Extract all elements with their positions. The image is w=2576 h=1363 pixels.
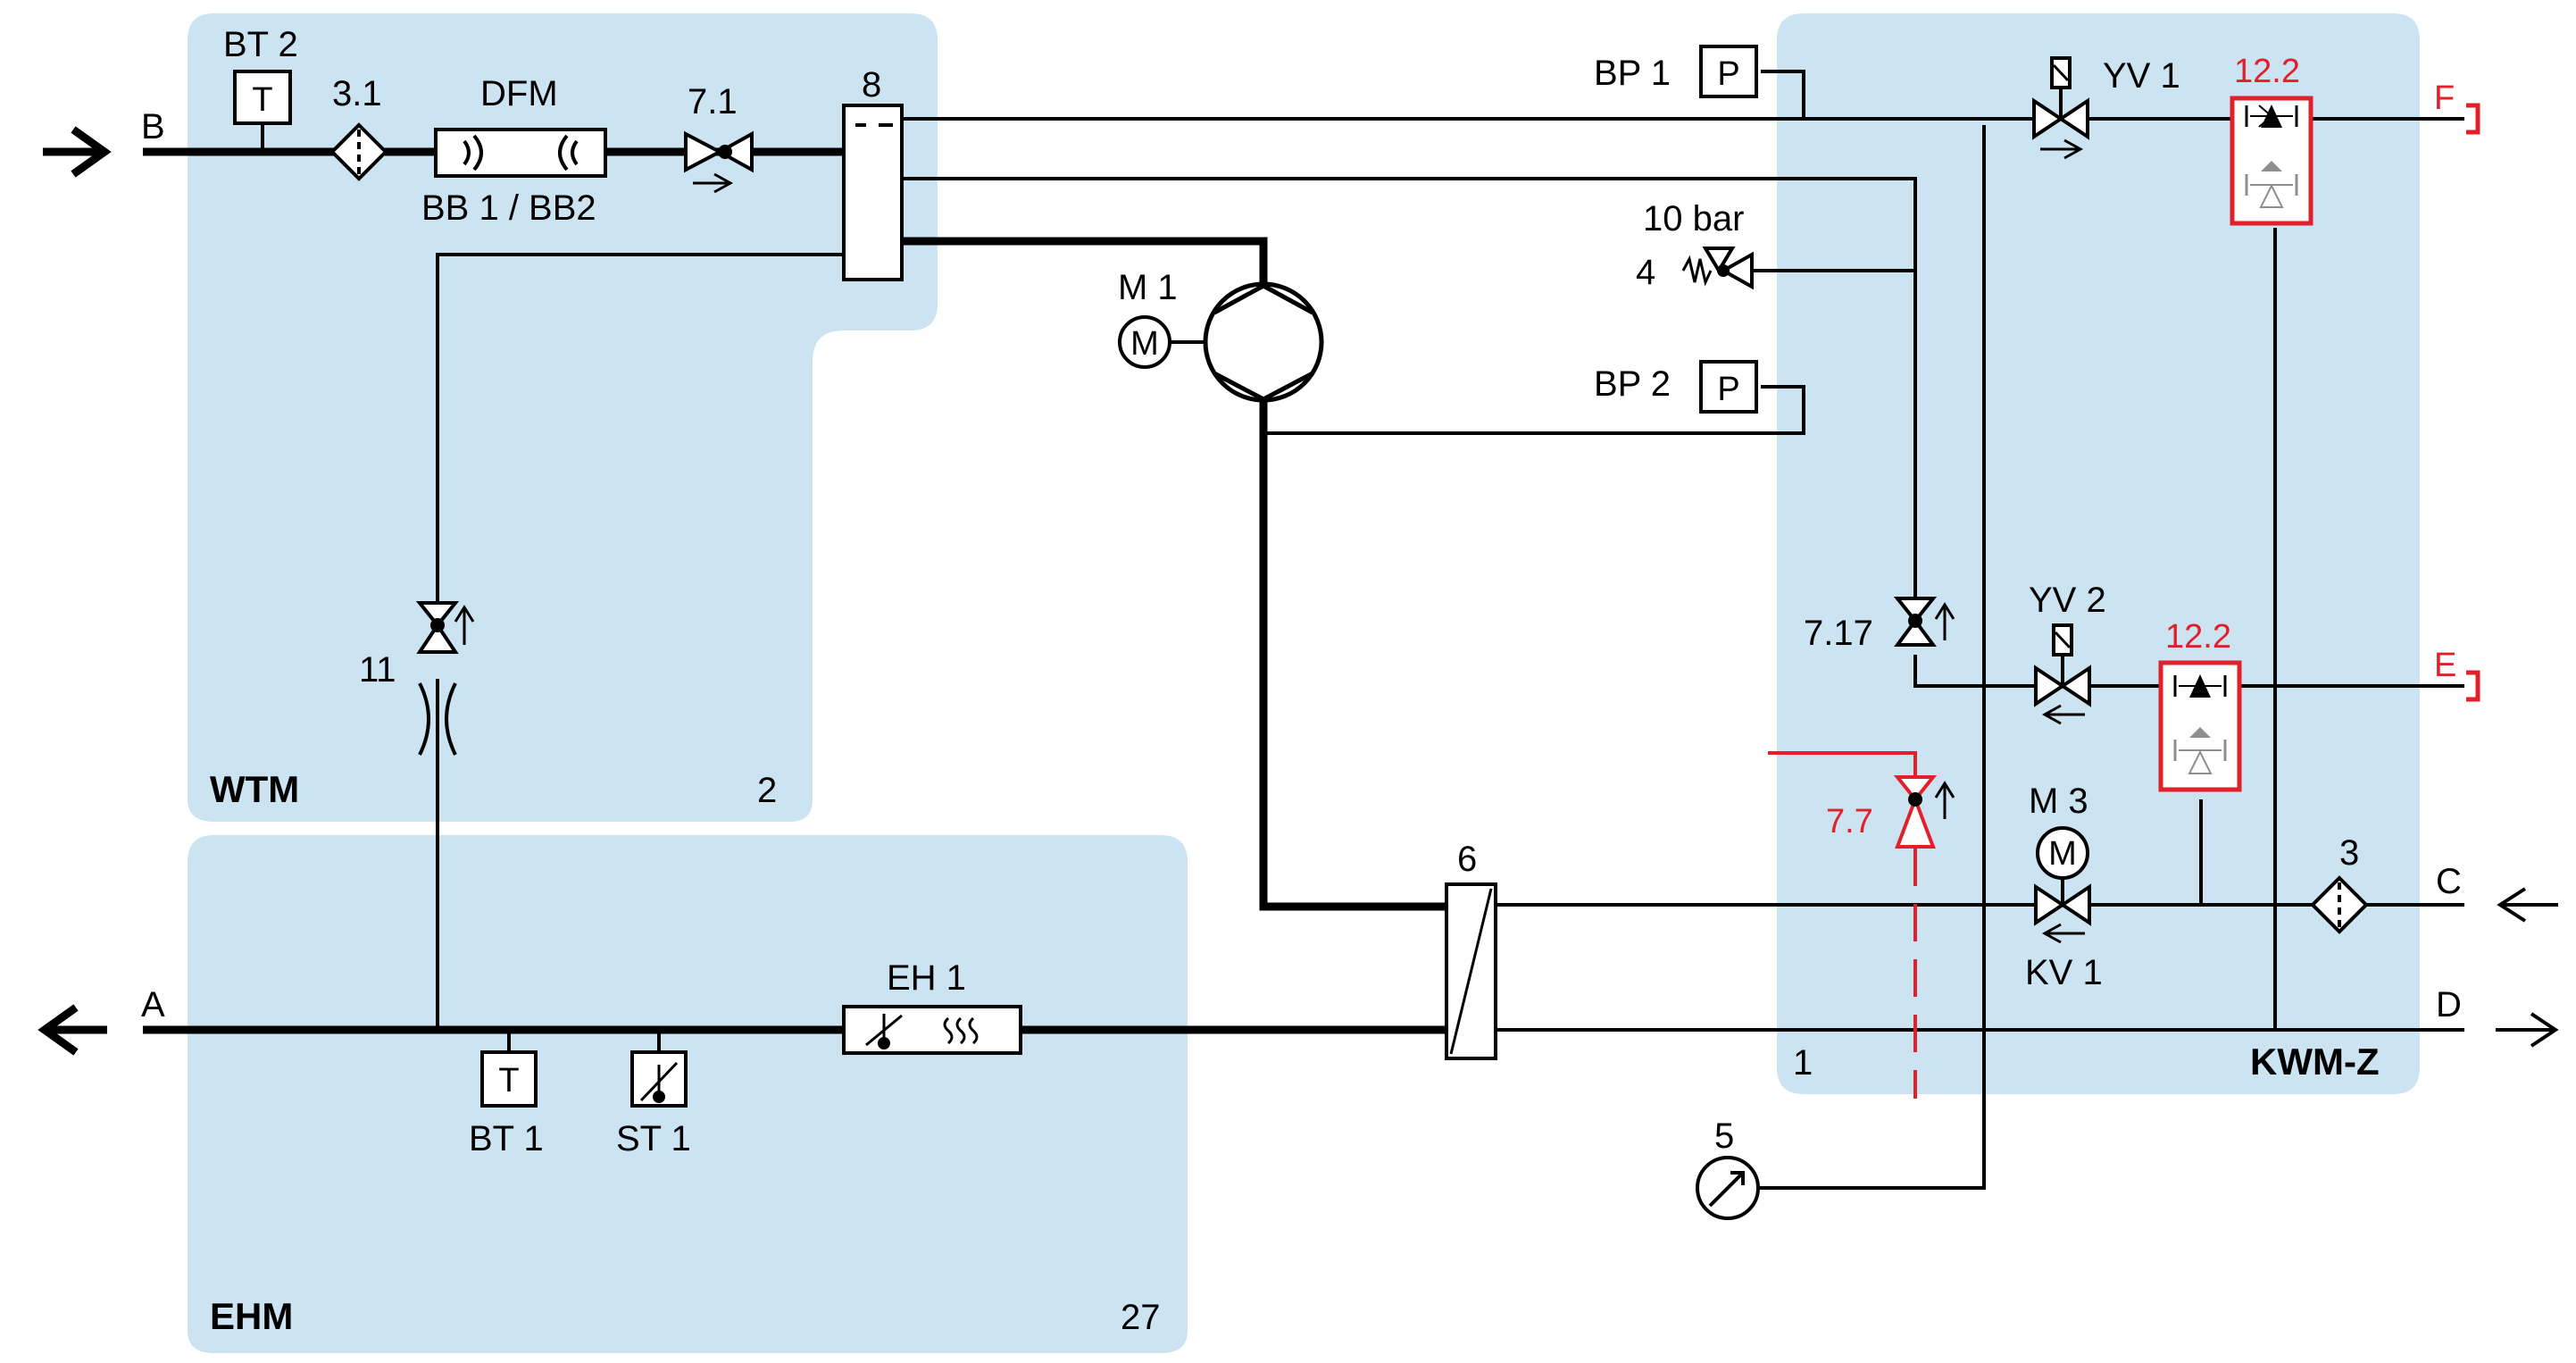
relief-pressure-label: 10 bar: [1643, 199, 1744, 238]
port-c-label: C: [2436, 862, 2462, 901]
dfm-label: DFM: [480, 74, 558, 113]
valve-71-label: 7.1: [688, 82, 738, 121]
zone-kwm: [1777, 13, 2420, 1094]
motor-icon: M: [1118, 315, 1205, 369]
pressure-gauge-icon: [1696, 1156, 1760, 1220]
heat-exchanger-icon: [1445, 882, 1497, 1060]
bp1-label: BP 1: [1594, 54, 1671, 93]
pipe-vessel-to-11: [436, 253, 844, 603]
gauge-5-label: 5: [1714, 1116, 1734, 1156]
zone-kwm-number: 1: [1793, 1043, 1813, 1083]
pipe-gauge-5: [1759, 1030, 1986, 1190]
m3-label: M 3: [2029, 782, 2088, 821]
arrow-in-icon: [43, 126, 112, 178]
strainer-3-label: 3: [2339, 833, 2359, 873]
valve-77-label: 7.7: [1826, 803, 1873, 840]
bp2-label: BP 2: [1594, 364, 1671, 404]
temperature-sensor-icon: T: [233, 70, 292, 152]
temperature-sensor-icon: T: [480, 1050, 538, 1108]
pressure-sensor-icon: P: [1699, 360, 1758, 414]
arrow-in-icon: [2497, 887, 2558, 923]
motor-icon: M: [2036, 826, 2089, 905]
strainer-31-label: 3.1: [332, 74, 382, 113]
bt2-symbol: T: [252, 81, 272, 119]
check-valve-icon: [415, 601, 475, 654]
vessel-8-label: 8: [862, 65, 881, 105]
components: BT 2 T 3.1 DFM BB 1 / BB2 7.1: [223, 25, 2369, 1220]
st1-label: ST 1: [616, 1119, 691, 1158]
port-b-label: B: [141, 107, 165, 146]
port-f-label: F: [2434, 79, 2455, 117]
orifice-icon: [418, 682, 457, 756]
item-122-mid-label: 12.2: [2165, 618, 2231, 656]
zone-wtm-number: 2: [757, 771, 777, 810]
check-valve-icon: [1893, 775, 1955, 849]
arrow-out-icon: [2496, 1012, 2559, 1048]
relief-4-label: 4: [1636, 253, 1655, 292]
bt2-label: BT 2: [223, 25, 298, 64]
dfm-sub-label: BB 1 / BB2: [421, 188, 596, 228]
solenoid-valve-icon: [2034, 623, 2091, 725]
hx-6-label: 6: [1457, 840, 1477, 879]
pipe-pump-to-bp2: [1263, 385, 1805, 435]
bp1-symbol: P: [1717, 55, 1739, 93]
motorized-valve-icon: [2034, 883, 2091, 944]
vessel-icon: [842, 104, 904, 281]
pipe-717-to-e: [1913, 655, 2464, 688]
eh1-label: EH 1: [887, 958, 966, 998]
m1-label: M 1: [1118, 268, 1178, 307]
item-122-top-label: 12.2: [2234, 53, 2300, 90]
check-valve-icon: [684, 130, 754, 194]
pipe-77-red: [1768, 751, 1917, 777]
m3-symbol: M: [2048, 835, 2077, 873]
zone-wtm: [188, 13, 938, 822]
yv1-label: YV 1: [2103, 56, 2180, 96]
pipe-vessel-to-717: [902, 177, 1917, 598]
zone-labels: WTM 2 EHM 27 KWM-Z 1: [210, 768, 2380, 1337]
valve-11-label: 11: [359, 650, 396, 690]
solenoid-valve-icon: [2032, 56, 2089, 160]
yv2-label: YV 2: [2029, 581, 2106, 620]
strainer-icon: [329, 122, 388, 181]
check-valve-icon: [1893, 597, 1955, 647]
port-e-label: E: [2434, 647, 2456, 684]
valve-717-label: 7.17: [1804, 614, 1873, 653]
end-cap-icon: [2466, 670, 2480, 702]
thermostat-icon: [630, 1050, 688, 1108]
zone-kwm-name: KWM-Z: [2250, 1041, 2380, 1083]
zone-ehm-number: 27: [1121, 1298, 1161, 1337]
pipe-vessel-to-pump: [902, 237, 1268, 284]
pump-icon: [1203, 281, 1324, 403]
ports: B A C D F E: [38, 79, 2559, 1056]
bt1-label: BT 1: [469, 1119, 544, 1158]
bp2-symbol: P: [1717, 371, 1739, 408]
backflow-preventer-icon: [2158, 660, 2242, 792]
bt1-symbol: T: [498, 1062, 519, 1100]
strainer-icon: [2310, 875, 2369, 934]
port-d-label: D: [2436, 985, 2462, 1024]
relief-valve-icon: [1681, 247, 1754, 290]
end-cap-icon: [2466, 103, 2480, 135]
pipe-bp1-tap: [1761, 70, 1805, 119]
arrow-out-icon: [38, 1004, 107, 1056]
pressure-sensor-icon: P: [1699, 45, 1758, 98]
flow-meter-icon: [434, 128, 607, 178]
kv1-label: KV 1: [2025, 953, 2103, 992]
zone-wtm-name: WTM: [210, 768, 299, 810]
backflow-preventer-icon: [2230, 96, 2313, 226]
heater-icon: [842, 1005, 1022, 1055]
pipe-pump-to-hx: [1259, 397, 1446, 911]
zone-ehm-name: EHM: [210, 1295, 293, 1337]
m1-symbol: M: [1130, 325, 1159, 363]
port-a-label: A: [141, 985, 165, 1024]
